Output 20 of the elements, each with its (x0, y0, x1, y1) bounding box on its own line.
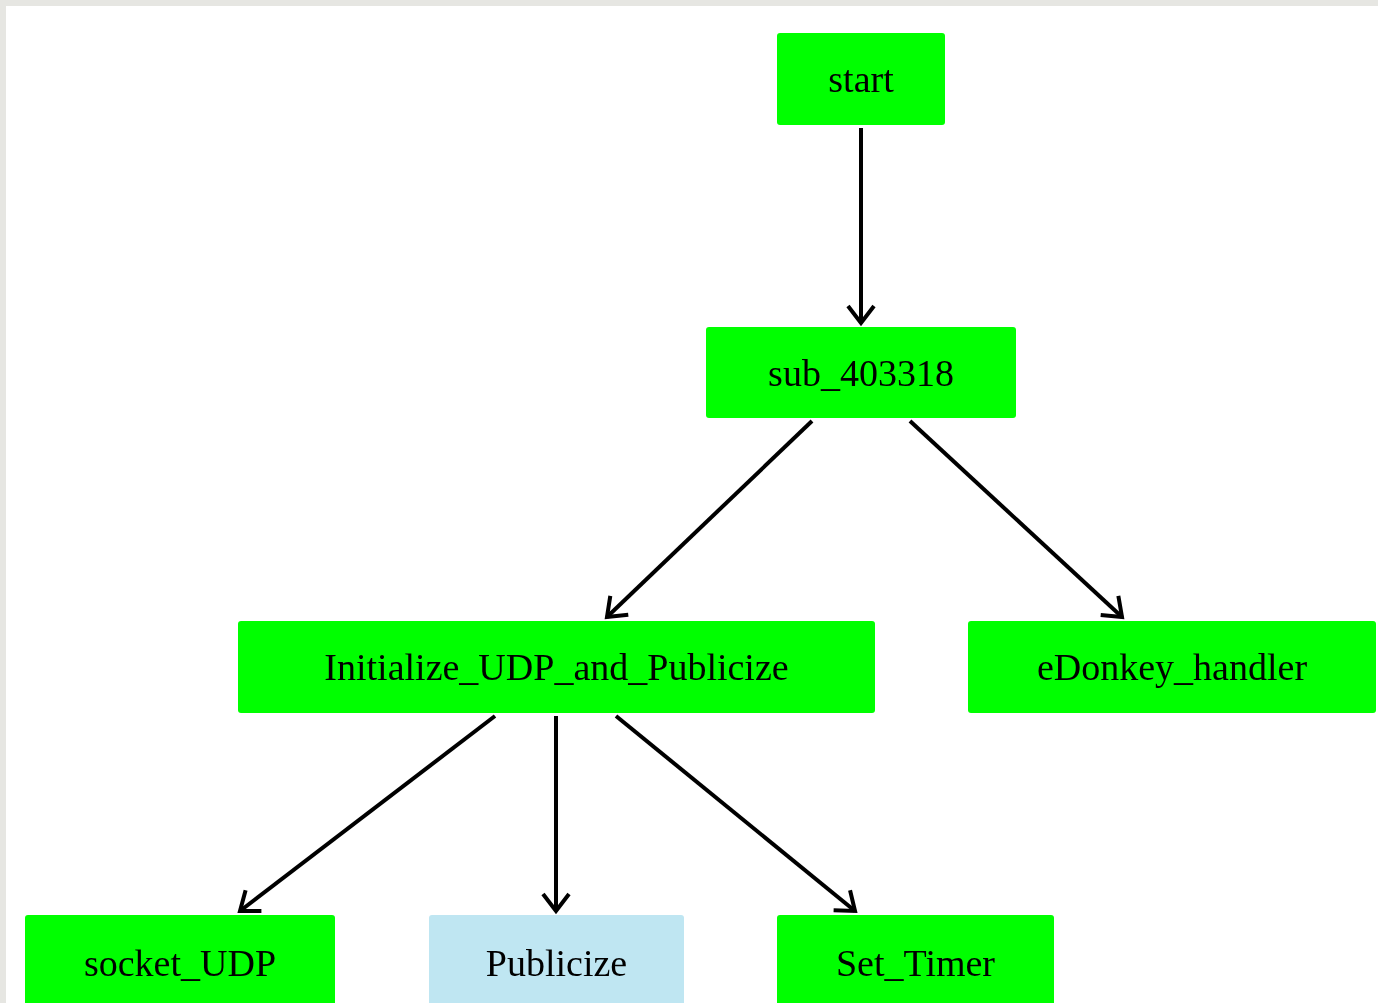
arrow (541, 716, 571, 913)
function-name: Initialize_UDP_and_Publicize (324, 645, 789, 689)
arrow (908, 419, 1124, 619)
function-name: sub_403318 (768, 350, 954, 395)
function-box (706, 327, 1016, 418)
function-box (238, 621, 875, 713)
arrow (238, 714, 497, 913)
function-name: Set_Timer (835, 940, 996, 985)
function-box (429, 915, 684, 1003)
function-name: socket_UDP (83, 940, 277, 985)
function-box (968, 621, 1376, 713)
function-box (25, 915, 335, 1003)
arrow (846, 128, 876, 325)
arrow (614, 714, 857, 913)
function-name: start (828, 57, 894, 101)
function-name: Publicize (485, 940, 628, 985)
function-box (777, 915, 1054, 1003)
arrow (605, 419, 814, 619)
function-box (777, 33, 945, 125)
function-name: eDonkey_handler (1036, 645, 1308, 689)
